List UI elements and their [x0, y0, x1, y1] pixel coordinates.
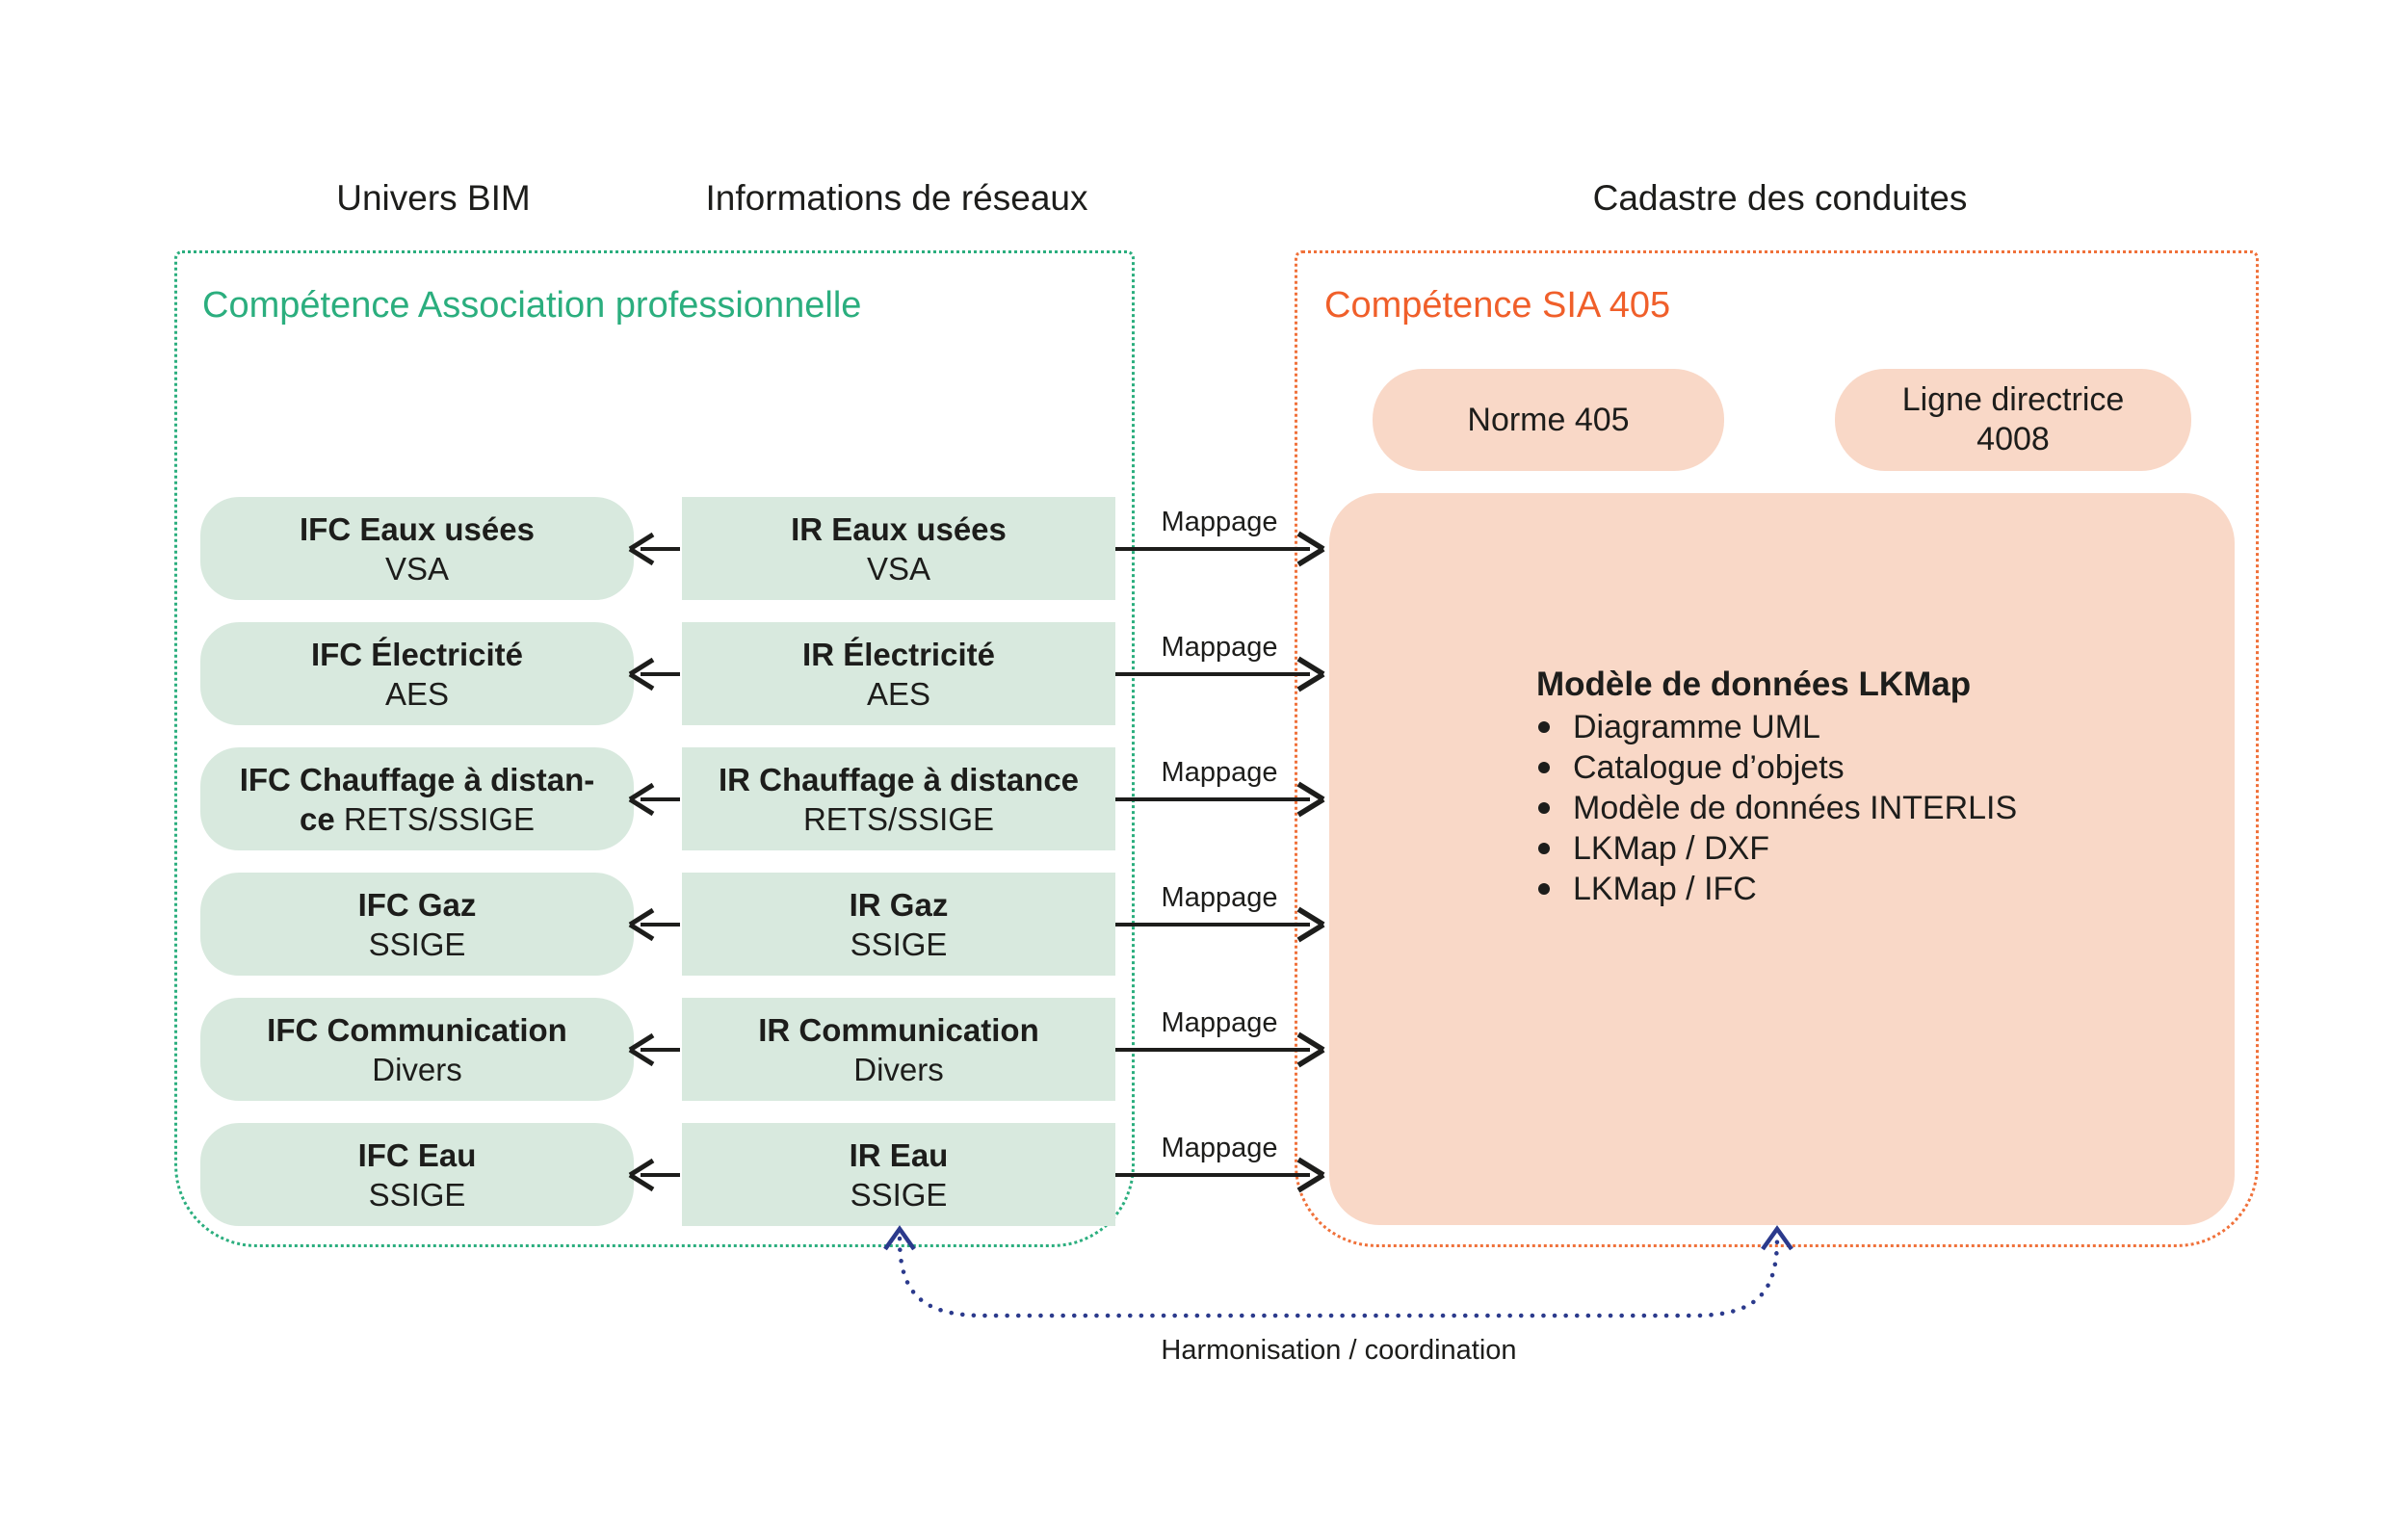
- box-sublabel: RETS/SSIGE: [802, 800, 995, 837]
- panel-association-professionnelle: [174, 250, 1135, 1247]
- box-ir-eau: IR Eau SSIGE: [682, 1123, 1115, 1226]
- lkmap-model-block: Modèle de données LKMap Diagramme UML Ca…: [1536, 663, 2230, 909]
- box-ir-eaux-usees: IR Eaux usées VSA: [682, 497, 1115, 600]
- list-item: Modèle de données INTERLIS: [1536, 788, 2230, 828]
- harmonisation-dotted-curve: [897, 1236, 1780, 1318]
- box-label: IR Communication: [758, 1011, 1039, 1048]
- box-label: IR Chauffage à distance: [718, 761, 1080, 797]
- mappage-label-3: Mappage: [1161, 882, 1278, 913]
- panel-sia-title: Compétence SIA 405: [1324, 285, 1671, 326]
- list-item: Diagramme UML: [1536, 707, 2230, 747]
- arrow-mappage-row-1: [1115, 656, 1325, 692]
- box-ifc-eaux-usees: IFC Eaux usées VSA: [200, 497, 634, 600]
- list-item: Catalogue d’objets: [1536, 747, 2230, 788]
- box-sublabel: VSA: [384, 550, 450, 587]
- panel-association-title: Compétence Association professionnelle: [202, 285, 862, 326]
- arrow-mappage-row-0: [1115, 531, 1325, 567]
- pill-norme-405: Norme 405: [1373, 369, 1724, 471]
- box-ir-electricite: IR Électricité AES: [682, 622, 1115, 725]
- box-label: IR Gaz: [849, 886, 949, 923]
- box-sublabel: VSA: [866, 550, 931, 587]
- box-label: IFC Eau: [357, 1136, 477, 1173]
- box-label: IFC Communication: [267, 1011, 567, 1048]
- box-ifc-gaz: IFC Gaz SSIGE: [200, 873, 634, 976]
- list-item: LKMap / DXF: [1536, 828, 2230, 869]
- box-sublabel: SSIGE: [850, 1176, 948, 1213]
- box-label: IFC Eaux usées: [300, 510, 535, 547]
- mappage-label-1: Mappage: [1161, 632, 1278, 663]
- arrow-mappage-row-5: [1115, 1157, 1325, 1193]
- header-informations-reseaux: Informations de réseaux: [705, 178, 1088, 218]
- box-ifc-eau: IFC Eau SSIGE: [200, 1123, 634, 1226]
- pill-label-line2: 4008: [1976, 421, 2050, 457]
- box-sublabel: SSIGE: [850, 926, 948, 962]
- lkmap-model-list: Diagramme UML Catalogue d’objets Modèle …: [1536, 707, 2230, 909]
- box-sublabel: AES: [866, 675, 931, 712]
- box-label: IR Eaux usées: [791, 510, 1007, 547]
- mappage-label-0: Mappage: [1161, 507, 1278, 537]
- box-sublabel: Divers: [372, 1051, 462, 1087]
- box-ir-gaz: IR Gaz SSIGE: [682, 873, 1115, 976]
- box-label: IFC Électricité: [310, 636, 524, 672]
- box-sublabel: ce RETS/SSIGE: [300, 800, 535, 837]
- pill-label-line1: Ligne directrice: [1901, 381, 2125, 418]
- pill-ligne-directrice-4008: Ligne directrice 4008: [1835, 369, 2191, 471]
- header-cadastre-conduites: Cadastre des conduites: [1592, 178, 1968, 218]
- pill-label: Norme 405: [1467, 401, 1630, 438]
- box-label: IFC Chauffage à distan-: [239, 761, 595, 797]
- box-label: IFC Gaz: [357, 886, 477, 923]
- box-ifc-chauffage-a-distance: IFC Chauffage à distan- ce RETS/SSIGE: [200, 747, 634, 850]
- mappage-label-4: Mappage: [1161, 1007, 1278, 1038]
- box-label: IR Électricité: [802, 636, 995, 672]
- arrow-mappage-row-4: [1115, 1031, 1325, 1068]
- list-item: LKMap / IFC: [1536, 869, 2230, 909]
- box-label: IR Eau: [849, 1136, 949, 1173]
- header-univers-bim: Univers BIM: [336, 178, 531, 218]
- box-sublabel: SSIGE: [368, 926, 466, 962]
- box-ifc-electricite: IFC Électricité AES: [200, 622, 634, 725]
- harmonisation-coordination-label: Harmonisation / coordination: [1161, 1335, 1517, 1366]
- box-modele-donnees-lkmap: [1329, 493, 2235, 1225]
- box-ir-communication: IR Communication Divers: [682, 998, 1115, 1101]
- mappage-label-5: Mappage: [1161, 1133, 1278, 1163]
- arrow-mappage-row-2: [1115, 781, 1325, 818]
- box-sublabel: SSIGE: [368, 1176, 466, 1213]
- arrow-mappage-row-3: [1115, 906, 1325, 943]
- box-ifc-communication: IFC Communication Divers: [200, 998, 634, 1101]
- box-ir-chauffage-a-distance: IR Chauffage à distance RETS/SSIGE: [682, 747, 1115, 850]
- box-sublabel: Divers: [853, 1051, 944, 1087]
- lkmap-model-title: Modèle de données LKMap: [1536, 666, 1972, 703]
- mappage-label-2: Mappage: [1161, 757, 1278, 788]
- box-sublabel: AES: [384, 675, 450, 712]
